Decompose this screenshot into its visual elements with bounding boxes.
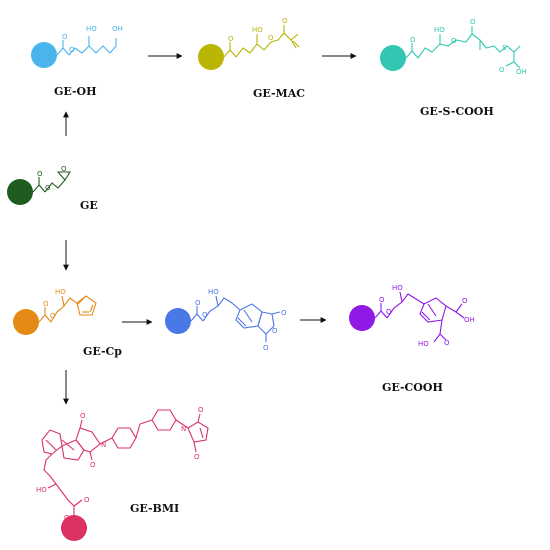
ge-mac-structure: [198, 25, 300, 70]
ge-s-cooh-carbonyl-o-1: O: [410, 36, 416, 44]
ge-cp-particle: [13, 309, 39, 335]
ge-mac-carbonyl-o-1: O: [228, 35, 234, 43]
ge-s-cooh-o: O: [499, 66, 505, 74]
ge-oh-ho: HO: [86, 25, 97, 33]
anhydride-ring-o: O: [272, 327, 278, 335]
ge-oh-carbonyl-o: O: [62, 33, 68, 41]
ge-cp-structure: [13, 295, 97, 335]
ge-oh-structure: [31, 36, 117, 68]
anhydride-adduct-structure: [165, 295, 281, 342]
ge-s-cooh-sulfur: S: [502, 44, 507, 52]
ge-bmi-particle: [61, 515, 87, 541]
anhydride-adduct-atoms: O O HO O O O: [195, 288, 287, 352]
ge-bmi-structure: [41, 409, 209, 541]
ge-bmi-n-1: N: [101, 441, 106, 449]
ge-mac-carbonyl-o-2: O: [282, 17, 288, 25]
ge-cooh-atoms: O O HO O OH O HO: [379, 284, 475, 348]
label-ge-bmi: GE-BMI: [130, 502, 179, 515]
reaction-arrows: [63, 53, 357, 405]
ge-cooh-ester-o: O: [386, 308, 392, 316]
label-ge-cp: GE-Cp: [83, 345, 122, 358]
ge-s-cooh-oh: OH: [516, 68, 527, 76]
ge-s-cooh-structure: [380, 26, 521, 71]
ge-s-cooh-ho: HO: [434, 26, 445, 34]
ge-cooh-ho-2: HO: [418, 340, 429, 348]
ge-s-cooh-particle: [380, 45, 406, 71]
ge-cooh-particle: [349, 305, 375, 331]
label-ge-s-cooh: GE-S-COOH: [420, 105, 494, 118]
ge-oh-particle: [31, 42, 57, 68]
anhydride-ho: HO: [208, 288, 219, 296]
ge-cp-carbonyl-o: O: [43, 300, 49, 308]
anhydride-o-1: O: [281, 309, 287, 317]
ge-oh-ester-o: O: [69, 46, 75, 54]
ge-cooh-oh-1: OH: [464, 316, 475, 324]
ge-bmi-o-1: O: [80, 412, 86, 420]
ge-carbonyl-o: O: [37, 170, 43, 178]
anhydride-ester-o: O: [202, 311, 208, 319]
anhydride-adduct-particle: [165, 308, 191, 334]
label-ge-mac: GE-MAC: [253, 87, 305, 100]
ge-cooh-structure: [349, 291, 465, 343]
ge-mac-ester-o: O: [268, 34, 274, 42]
ge-cooh-ho: HO: [392, 284, 403, 292]
ge-bmi-o-2: O: [90, 461, 96, 469]
ge-oh-atoms: O O HO OH: [62, 25, 123, 54]
ge-s-cooh-ester-o: O: [451, 37, 457, 45]
ge-atoms: O O O: [37, 165, 67, 192]
ge-mac-ho: HO: [252, 26, 263, 34]
ge-bmi-carbonyl-o: O: [84, 496, 90, 504]
ge-bmi-atoms: O O HO O O N N O O: [36, 406, 204, 522]
anhydride-o-2: O: [263, 344, 269, 352]
label-ge: GE: [80, 199, 98, 212]
ge-cp-ho: HO: [55, 288, 66, 296]
ge-cooh-o-1: O: [462, 297, 468, 305]
ge-ester-o: O: [45, 184, 51, 192]
ge-bmi-ho: HO: [36, 486, 47, 494]
ge-cp-atoms: O O HO: [43, 288, 66, 320]
ge-particle: [7, 179, 33, 205]
ge-oh-oh: OH: [112, 25, 123, 33]
ge-mac-atoms: O HO O O: [228, 17, 288, 43]
ge-s-cooh-carbonyl-o-2: O: [470, 18, 476, 26]
ge-cooh-carbonyl-o: O: [379, 296, 385, 304]
ge-bmi-o-3: O: [198, 406, 204, 414]
ge-cp-ester-o: O: [50, 312, 56, 320]
ge-mac-particle: [198, 44, 224, 70]
ge-cooh-o-2: O: [444, 339, 450, 347]
ge-s-cooh-atoms: O HO O O S O OH: [410, 18, 527, 76]
label-ge-cooh: GE-COOH: [382, 381, 443, 394]
anhydride-carbonyl-o: O: [195, 299, 201, 307]
label-ge-oh: GE-OH: [54, 85, 97, 98]
ge-structure: [7, 171, 71, 205]
ge-epoxide-o: O: [61, 165, 67, 173]
ge-bmi-ester-o: O: [64, 514, 70, 522]
ge-bmi-n-2: N: [181, 425, 186, 433]
ge-bmi-o-4: O: [194, 453, 200, 461]
